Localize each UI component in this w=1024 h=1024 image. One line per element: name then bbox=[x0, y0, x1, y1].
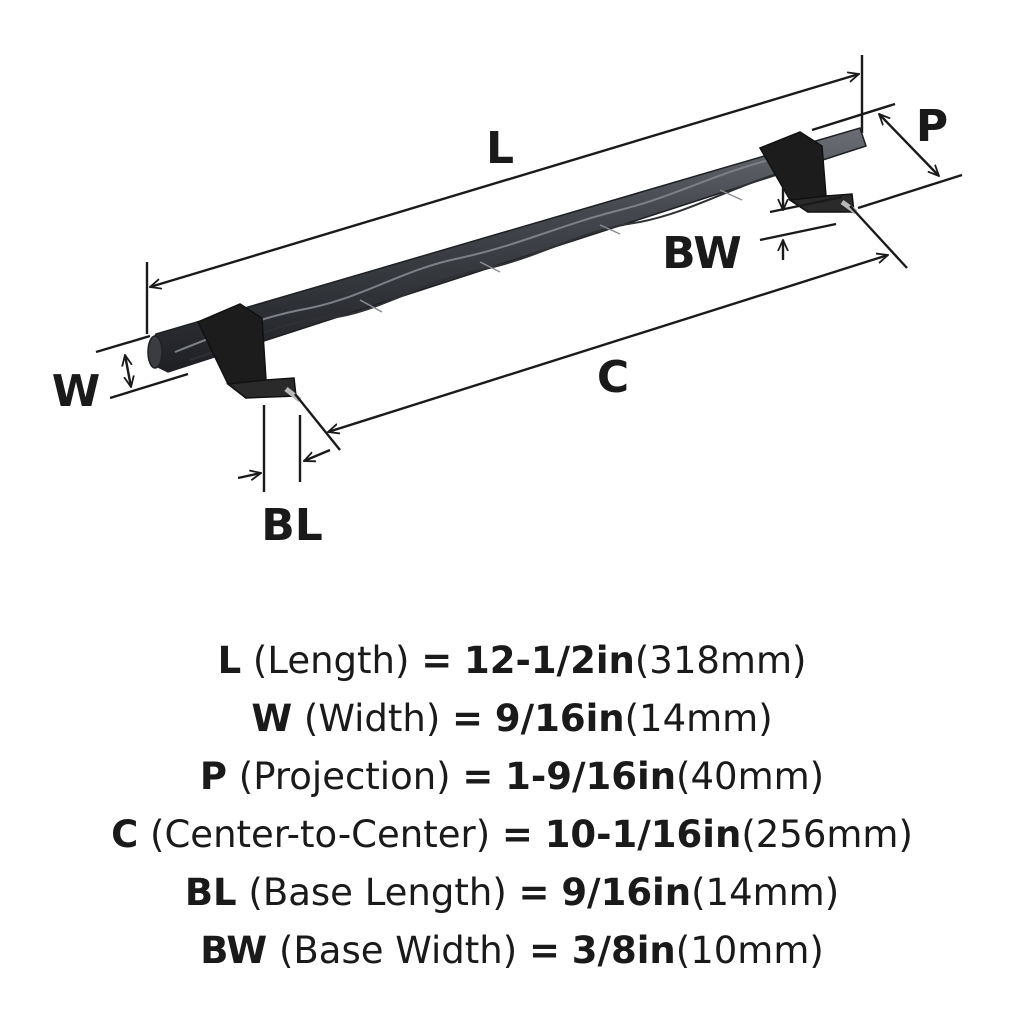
left-post bbox=[196, 303, 302, 402]
spec-eq: = bbox=[518, 871, 550, 914]
spec-eq: = bbox=[421, 639, 453, 682]
spec-eq: = bbox=[462, 755, 494, 798]
spec-imperial: 9/16in bbox=[494, 697, 625, 740]
spec-metric: (10mm) bbox=[675, 929, 824, 972]
spec-base-length: BL (Base Length) = 9/16in(14mm) bbox=[0, 864, 1024, 922]
spec-imperial: 10-1/16in bbox=[544, 813, 742, 856]
spec-eq: = bbox=[452, 697, 484, 740]
label-L: L bbox=[486, 123, 514, 174]
spec-imperial: 1-9/16in bbox=[505, 755, 677, 798]
spec-name: (Projection) bbox=[238, 755, 451, 798]
dimension-diagram: L P BW W C BL bbox=[52, 55, 963, 551]
spec-metric: (318mm) bbox=[634, 639, 807, 682]
spec-key: L bbox=[217, 639, 242, 682]
spec-name: (Length) bbox=[252, 639, 410, 682]
spec-name: (Center-to-Center) bbox=[150, 813, 491, 856]
spec-key: W bbox=[251, 697, 293, 740]
spec-imperial: 12-1/2in bbox=[463, 639, 635, 682]
label-BW: BW bbox=[662, 228, 742, 279]
label-P: P bbox=[916, 101, 948, 152]
spec-key: BW bbox=[200, 929, 268, 972]
spec-metric: (14mm) bbox=[624, 697, 773, 740]
spec-eq: = bbox=[501, 813, 533, 856]
spec-imperial: 3/8in bbox=[571, 929, 676, 972]
spec-name: (Base Width) bbox=[278, 929, 518, 972]
spec-key: P bbox=[199, 755, 228, 798]
spec-key: C bbox=[111, 813, 139, 856]
spec-eq: = bbox=[528, 929, 560, 972]
spec-name: (Width) bbox=[303, 697, 441, 740]
spec-name: (Base Length) bbox=[248, 871, 507, 914]
spec-center-to-center: C (Center-to-Center) = 10-1/16in(256mm) bbox=[0, 806, 1024, 864]
spec-base-width: BW (Base Width) = 3/8in(10mm) bbox=[0, 922, 1024, 980]
spec-projection: P (Projection) = 1-9/16in(40mm) bbox=[0, 748, 1024, 806]
spec-length: L (Length) = 12-1/2in(318mm) bbox=[0, 632, 1024, 690]
spec-metric: (14mm) bbox=[691, 871, 840, 914]
label-W: W bbox=[52, 366, 101, 417]
label-C: C bbox=[597, 352, 629, 403]
spec-width: W (Width) = 9/16in(14mm) bbox=[0, 690, 1024, 748]
label-BL: BL bbox=[261, 500, 323, 551]
spec-imperial: 9/16in bbox=[561, 871, 692, 914]
spec-metric: (40mm) bbox=[676, 755, 825, 798]
specification-list: L (Length) = 12-1/2in(318mm) W (Width) =… bbox=[0, 632, 1024, 980]
dimension-lines bbox=[95, 55, 963, 492]
spec-key: BL bbox=[184, 871, 237, 914]
spec-metric: (256mm) bbox=[741, 813, 913, 856]
